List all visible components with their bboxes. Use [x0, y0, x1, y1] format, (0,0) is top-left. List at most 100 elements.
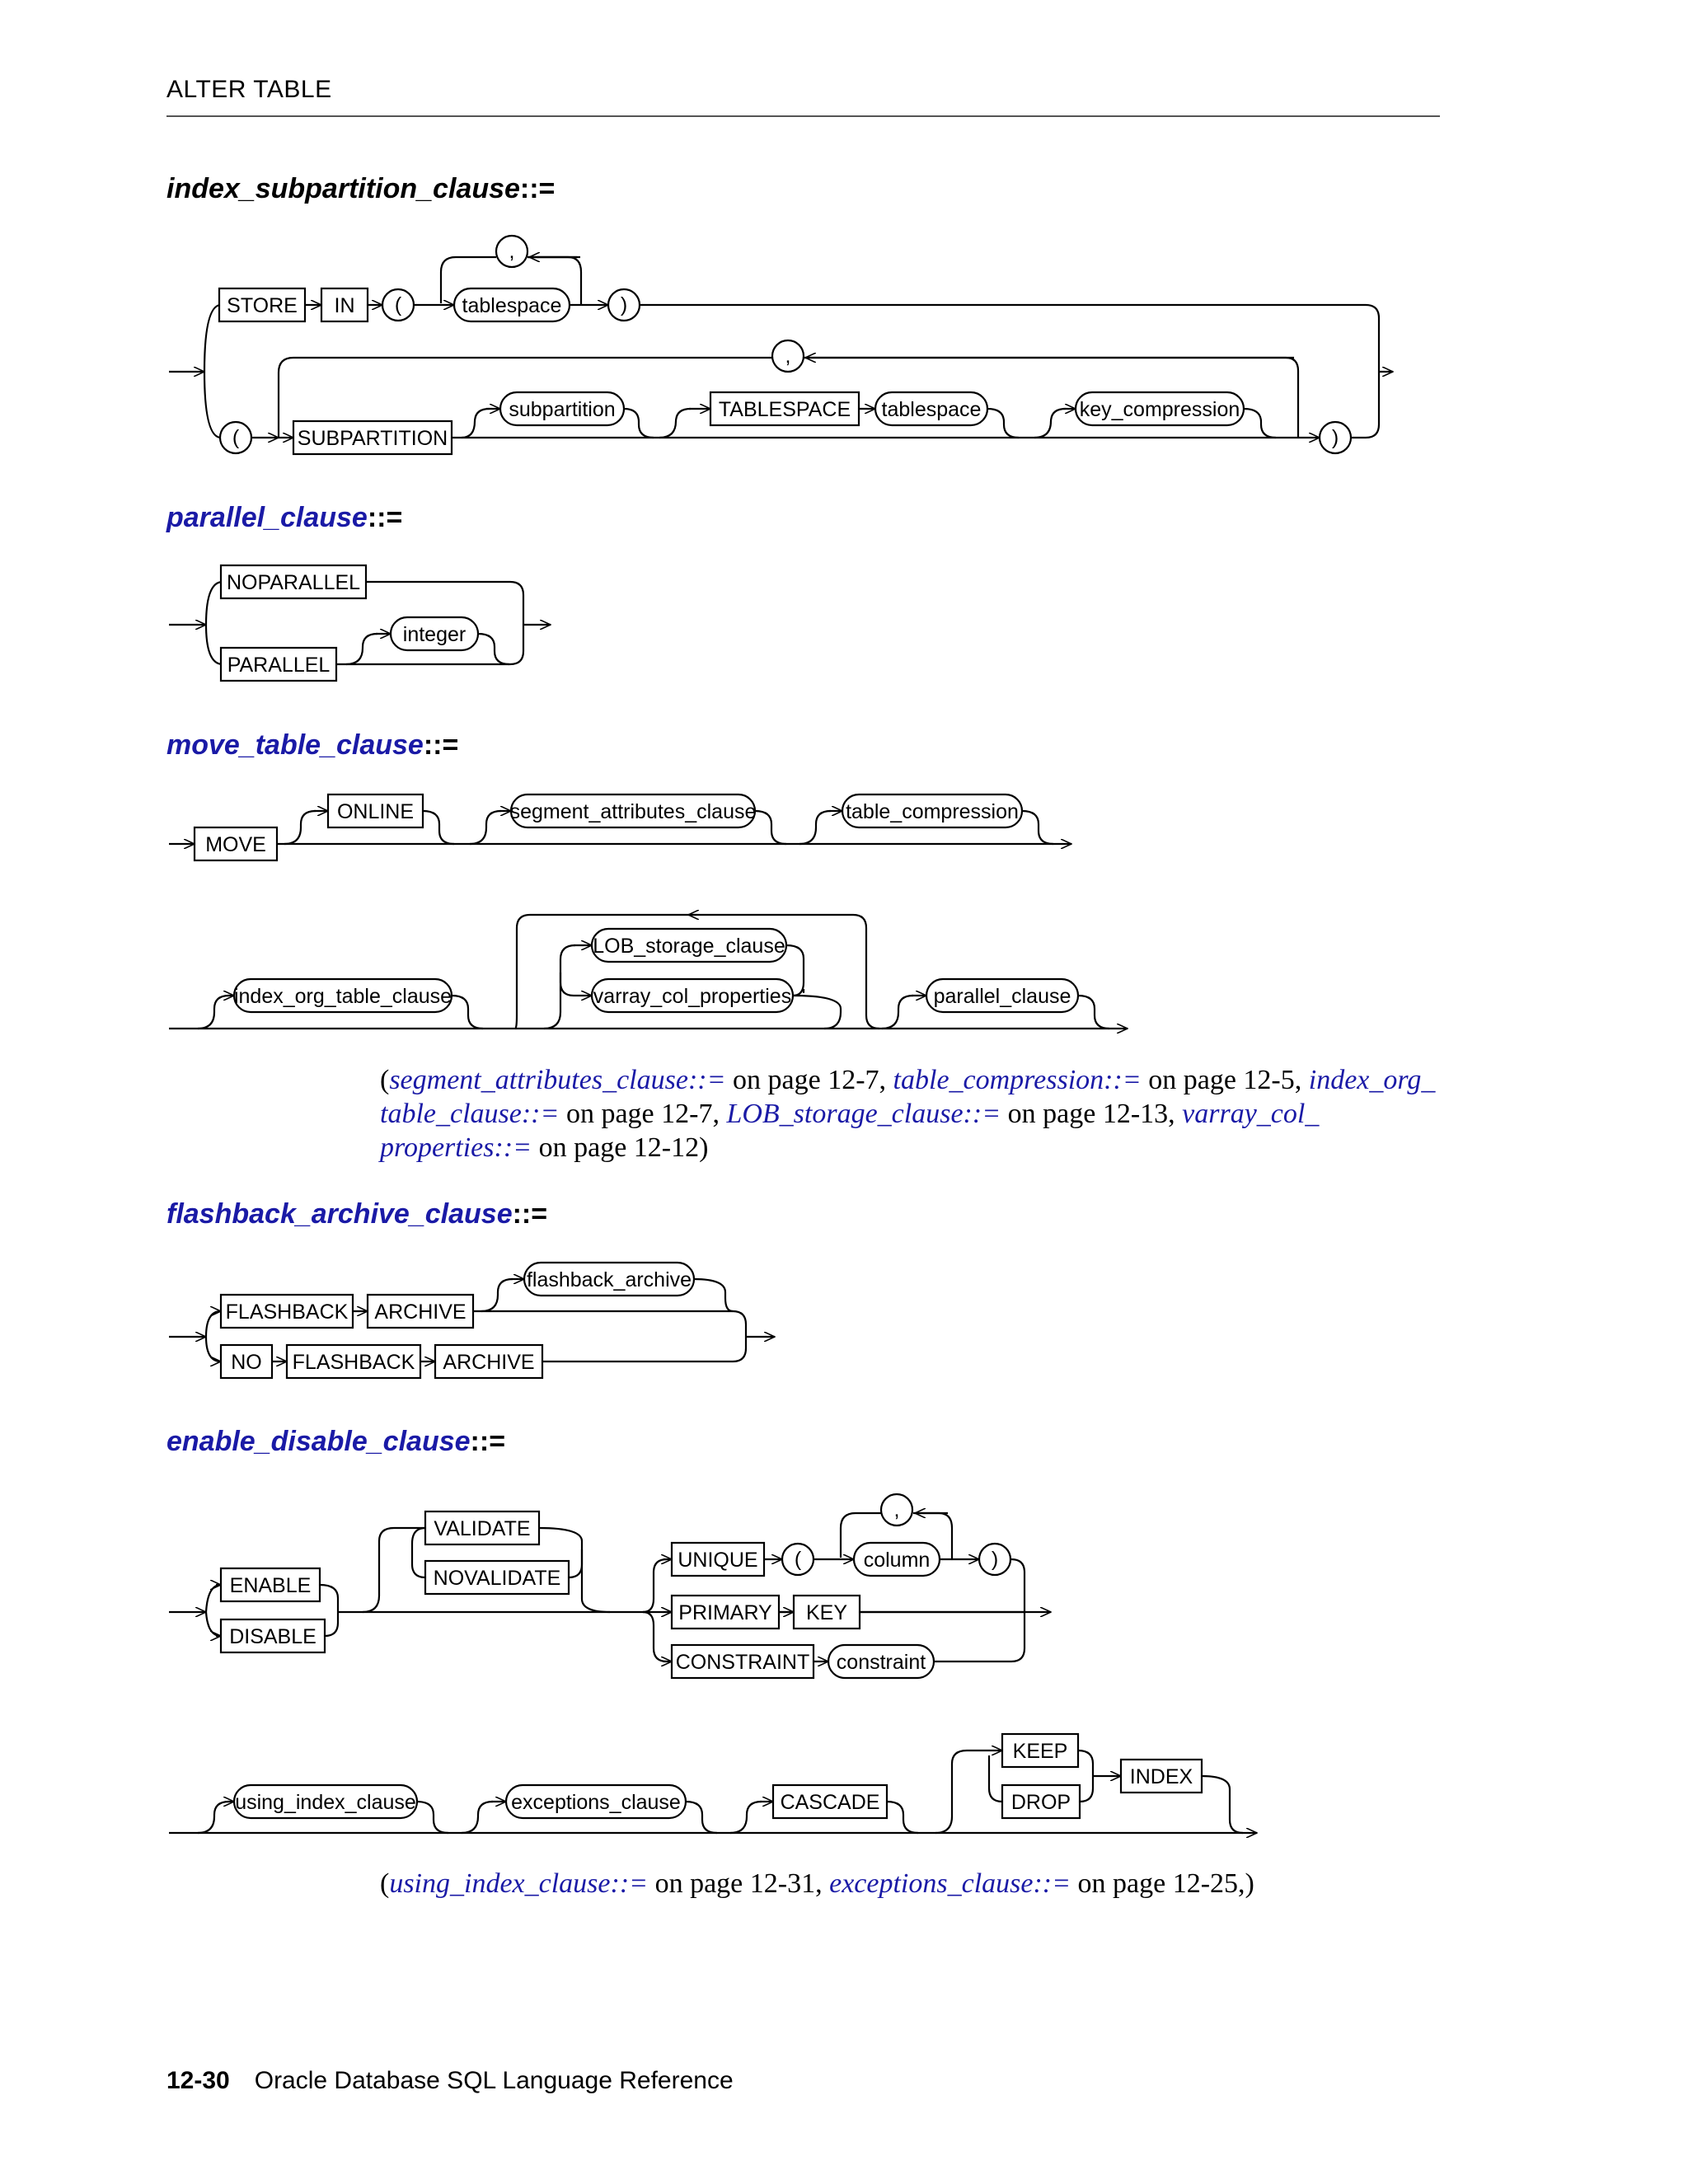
- link-varray-col-properties-cont[interactable]: properties::=: [380, 1132, 532, 1163]
- varray-col-properties-term: varray_col_properties: [590, 977, 795, 1014]
- primary-keyword: PRIMARY: [670, 1594, 781, 1630]
- rail-line: [659, 407, 692, 439]
- heading-name[interactable]: enable_disable_clause: [166, 1426, 471, 1457]
- link-exceptions-clause[interactable]: exceptions_clause::=: [829, 1868, 1071, 1899]
- rail-line: [642, 1558, 668, 1614]
- validate-keyword: VALIDATE: [424, 1510, 541, 1546]
- link-segment-attributes-clause[interactable]: segment_attributes_clause::=: [389, 1065, 726, 1095]
- svg-text:): ): [1332, 426, 1339, 449]
- heading-separator: ::=: [470, 1426, 506, 1457]
- subpartition-keyword: SUBPARTITION: [292, 419, 453, 456]
- book-title: Oracle Database SQL Language Reference: [254, 2067, 734, 2094]
- move-keyword: MOVE: [193, 826, 279, 862]
- heading-name: index_subpartition_clause: [166, 173, 520, 204]
- svg-text:using_index_clause: using_index_clause: [235, 1791, 416, 1814]
- comma-node: ,: [495, 234, 529, 269]
- rail-line: [416, 1800, 449, 1835]
- ref-text: on page 12-25,): [1071, 1868, 1254, 1899]
- rail-line: [481, 1277, 513, 1313]
- flashback-archive-term: flashback_archive: [523, 1261, 696, 1297]
- svg-text:DISABLE: DISABLE: [229, 1625, 316, 1648]
- comma-node: ,: [771, 339, 805, 373]
- comma-node: ,: [879, 1493, 914, 1527]
- ref-text: on page 12-7,: [725, 1065, 893, 1095]
- ref-text: on page 12-13,: [1001, 1099, 1183, 1129]
- link-index-org-table-clause-cont[interactable]: table_clause::=: [380, 1099, 560, 1129]
- rail-line: [881, 994, 914, 1030]
- unique-keyword: UNIQUE: [670, 1541, 766, 1577]
- rail-line: [362, 1526, 395, 1614]
- svg-text:VALIDATE: VALIDATE: [434, 1517, 530, 1540]
- cascade-keyword: CASCADE: [771, 1783, 889, 1820]
- lparen-node: (: [218, 420, 253, 455]
- link-lob-storage-clause[interactable]: LOB_storage_clause::=: [726, 1099, 1001, 1129]
- svg-text:CASCADE: CASCADE: [781, 1791, 880, 1814]
- rail-line: [580, 1549, 611, 1614]
- rail-line: [277, 356, 775, 439]
- heading-parallel-clause[interactable]: parallel_clause::=: [166, 502, 402, 534]
- rail-line: [729, 1800, 762, 1835]
- rail-line: [1365, 303, 1381, 439]
- rail-line: [284, 809, 316, 846]
- rail-line: [886, 1800, 919, 1835]
- heading-flashback-archive-clause[interactable]: flashback_archive_clause::=: [166, 1198, 547, 1230]
- ref-text: on page 12-31,: [648, 1868, 830, 1899]
- using-index-clause-term: using_index_clause: [232, 1783, 419, 1820]
- archive-keyword: ARCHIVE: [434, 1343, 544, 1380]
- flashback-keyword: FLASHBACK: [219, 1293, 354, 1329]
- rail-line: [410, 1526, 426, 1544]
- heading-name[interactable]: flashback_archive_clause: [166, 1198, 513, 1230]
- heading-name[interactable]: move_table_clause: [166, 729, 424, 761]
- enable-keyword: ENABLE: [219, 1567, 321, 1603]
- rail-line: [1034, 407, 1067, 439]
- lparen-node: (: [381, 288, 415, 322]
- rail-line: [1010, 1558, 1026, 1663]
- svg-text:UNIQUE: UNIQUE: [678, 1549, 757, 1572]
- flashback-keyword: FLASHBACK: [285, 1343, 422, 1380]
- online-keyword: ONLINE: [326, 793, 424, 829]
- key-keyword: KEY: [792, 1594, 861, 1630]
- rail-line: [642, 1610, 668, 1663]
- svg-text:tablespace: tablespace: [462, 294, 562, 317]
- svg-text:IN: IN: [335, 294, 355, 317]
- svg-text:DROP: DROP: [1011, 1791, 1071, 1814]
- rail-line: [792, 994, 842, 1030]
- link-using-index-clause[interactable]: using_index_clause::=: [389, 1868, 649, 1899]
- rail-line: [319, 1583, 340, 1638]
- constraint-term: constraint: [827, 1643, 935, 1680]
- rail-line: [461, 407, 490, 439]
- link-table-compression[interactable]: table_compression::=: [893, 1065, 1142, 1095]
- ref-text: on page 12-7,: [559, 1099, 727, 1129]
- svg-text:index_org_table_clause: index_org_table_clause: [234, 985, 452, 1008]
- rail-line: [1021, 809, 1054, 846]
- svg-text:ONLINE: ONLINE: [337, 800, 414, 823]
- store-keyword: STORE: [218, 287, 307, 323]
- link-index-org-table-clause[interactable]: index_org_: [1308, 1065, 1436, 1095]
- rail-line: [461, 1800, 494, 1835]
- rail-line: [987, 407, 1020, 439]
- exceptions-clause-term: exceptions_clause: [504, 1783, 687, 1820]
- svg-text:ENABLE: ENABLE: [230, 1574, 312, 1597]
- svg-text:STORE: STORE: [227, 294, 298, 317]
- svg-text:subpartition: subpartition: [509, 398, 615, 421]
- link-varray-col-properties[interactable]: varray_col_: [1182, 1099, 1320, 1129]
- svg-text:KEY: KEY: [806, 1601, 847, 1624]
- rail-line: [197, 994, 230, 1030]
- svg-text:(: (: [795, 1548, 802, 1571]
- rail-line: [345, 632, 378, 666]
- rail-line: [732, 1310, 748, 1363]
- rail-line: [422, 809, 455, 846]
- heading-enable-disable-clause[interactable]: enable_disable_clause::=: [166, 1426, 505, 1458]
- rail-line: [477, 632, 510, 666]
- rail-line: [685, 1800, 718, 1835]
- svg-text:MOVE: MOVE: [205, 833, 266, 856]
- constraint-keyword: CONSTRAINT: [670, 1643, 815, 1680]
- heading-move-table-clause[interactable]: move_table_clause::=: [166, 729, 458, 762]
- archive-keyword: ARCHIVE: [366, 1293, 475, 1329]
- svg-text:parallel_clause: parallel_clause: [934, 985, 1071, 1008]
- svg-text:ARCHIVE: ARCHIVE: [374, 1301, 466, 1324]
- svg-text:PARALLEL: PARALLEL: [227, 654, 331, 677]
- heading-name[interactable]: parallel_clause: [166, 502, 368, 533]
